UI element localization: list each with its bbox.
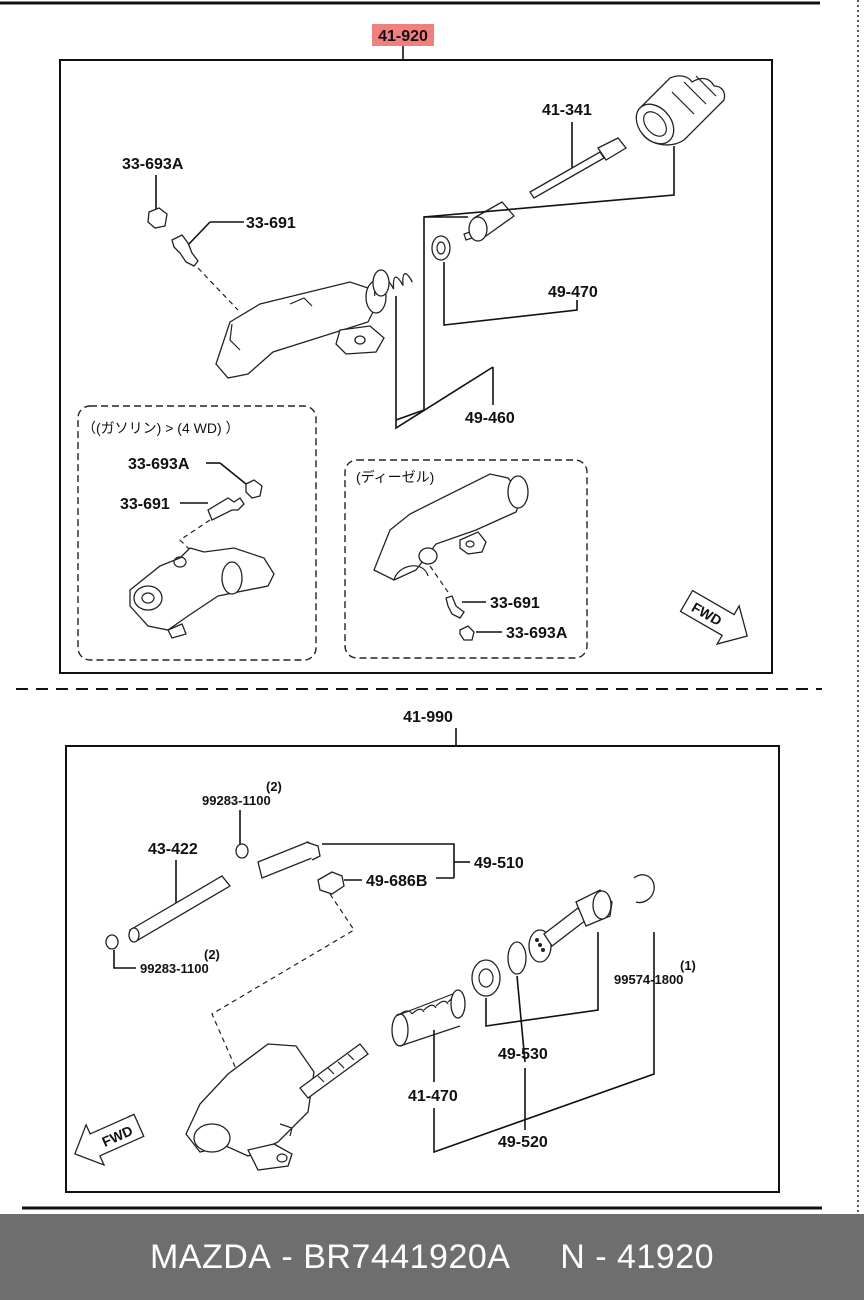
clip-part-top	[235, 843, 249, 859]
diesel-inset: (ディーゼル) 33-691 33-693A	[344, 459, 588, 659]
top-assembly-number[interactable]: 41-920	[378, 28, 428, 45]
label-33-691[interactable]: 33-691	[246, 215, 296, 232]
label-49-686b[interactable]: 49-686B	[366, 873, 427, 890]
label-49-460[interactable]: 49-460	[465, 410, 515, 427]
label-diesel-33-691[interactable]: 33-691	[490, 595, 540, 612]
bleeder-screw-part	[171, 234, 199, 267]
gas-bleeder-cap-part	[245, 479, 263, 499]
label-99283-top-qty: (2)	[266, 779, 282, 794]
bottom-assembly-group: 41-990 (2) 99283-1100 43-422 (2) 99283-1…	[65, 709, 780, 1193]
footer-brand: MAZDA	[149, 1237, 272, 1276]
diesel-bleeder-screw-part	[445, 595, 465, 619]
part-number-footer: MAZDA - BR7441920A N - 41920	[0, 1214, 864, 1300]
clip-part-bottom	[105, 934, 119, 950]
top-assembly-frame	[59, 59, 773, 674]
label-49-520[interactable]: 49-520	[498, 1134, 548, 1151]
label-49-470[interactable]: 49-470	[548, 284, 598, 301]
gas-bleeder-screw-part	[207, 497, 245, 521]
piston-part	[463, 201, 515, 242]
label-gas-33-691[interactable]: 33-691	[120, 496, 170, 513]
bleeder-cap-part	[147, 207, 168, 229]
cup-part	[471, 959, 501, 997]
footer-sep-1: -	[271, 1237, 304, 1276]
hose-part	[128, 875, 231, 943]
boot-part	[635, 75, 726, 146]
label-gas-33-693a[interactable]: 33-693A	[128, 456, 190, 473]
label-33-693a[interactable]: 33-693A	[122, 156, 184, 173]
label-99574[interactable]: 99574-1800	[614, 972, 683, 987]
label-99283-bot[interactable]: 99283-1100	[140, 961, 209, 976]
slave-cylinder-top	[215, 280, 387, 379]
cylinder-body-bottom	[185, 1043, 369, 1171]
gasoline-4wd-inset: （(ガソリン) > (4 WD) ） 33-693A 33-691	[77, 405, 317, 661]
diesel-bleeder-cap-part	[459, 625, 475, 641]
piston-assembly-bottom	[528, 889, 613, 963]
label-41-341[interactable]: 41-341	[542, 102, 592, 119]
footer-gap	[510, 1238, 560, 1277]
footer-part-number: BR7441920A	[303, 1237, 511, 1276]
label-43-422[interactable]: 43-422	[148, 841, 198, 858]
label-99283-bot-qty: (2)	[204, 947, 220, 962]
gas-slave-cylinder	[129, 547, 275, 639]
footer-ref: N - 41920	[560, 1237, 715, 1276]
o-ring-part	[507, 941, 527, 975]
label-diesel-33-693a[interactable]: 33-693A	[506, 625, 568, 642]
diesel-caption: (ディーゼル)	[356, 469, 434, 485]
label-49-510[interactable]: 49-510	[474, 855, 524, 872]
spring-part-top	[372, 269, 413, 297]
push-rod-part	[529, 137, 627, 199]
assembly-highlight	[372, 24, 434, 46]
label-99283-top[interactable]: 99283-1100	[202, 793, 271, 808]
snap-ring-part	[633, 874, 655, 904]
pipe-part	[257, 841, 321, 879]
fwd-arrow-top: FWD	[679, 589, 748, 646]
bottom-assembly-number[interactable]: 41-990	[403, 709, 453, 726]
gasoline-4wd-caption: （(ガソリン) > (4 WD) ）	[82, 420, 240, 436]
top-assembly-group: 41-920 33-693A 33-691	[59, 24, 773, 674]
spring-part-bottom	[391, 989, 466, 1047]
label-49-530[interactable]: 49-530	[498, 1046, 548, 1063]
diesel-slave-cylinder	[373, 473, 529, 581]
union-bolt-part	[317, 871, 345, 895]
bottom-assembly-frame	[65, 745, 780, 1193]
parts-diagram: 41-920 33-693A 33-691	[0, 0, 859, 1214]
label-99574-qty: (1)	[680, 958, 696, 973]
label-41-470[interactable]: 41-470	[408, 1088, 458, 1105]
seal-ring-part	[431, 235, 451, 261]
fwd-arrow-bottom: FWD	[74, 1113, 145, 1167]
